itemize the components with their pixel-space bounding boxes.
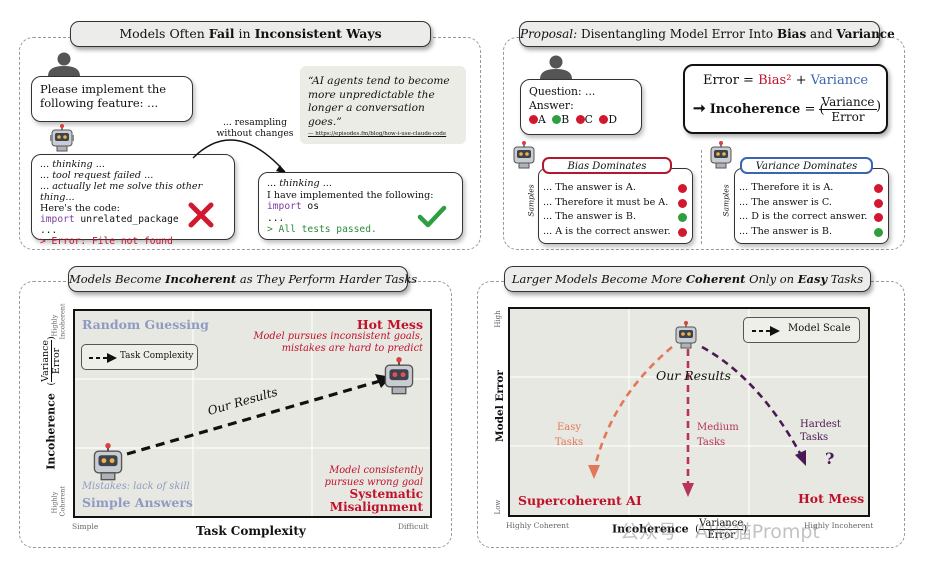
x-axis-difficult: Difficult (398, 522, 429, 531)
user-avatar-icon (540, 55, 572, 79)
x-axis-label-left: Task Complexity (196, 524, 306, 538)
bias-row-text: ... The answer is B. (543, 211, 636, 223)
easy-tasks-curve (592, 346, 673, 472)
variance-row: ... D is the correct answer. (739, 210, 883, 225)
bias-row: ... The answer is A. (543, 181, 687, 196)
user-avatar-icon (48, 52, 80, 76)
bias-rows: ... The answer is A. ... Therefore it mus… (543, 181, 687, 240)
bias-row-dot (678, 213, 687, 223)
variance-row-dot (874, 213, 883, 223)
legend-task-complexity: Task Complexity (81, 344, 198, 370)
y-axis-low-right: Low (494, 499, 502, 515)
bias-row-text: ... A is the correct answer. (543, 226, 671, 238)
resample-label: ... resampling without changes (216, 117, 294, 139)
bias-row-text: ... The answer is A. (543, 182, 636, 193)
variance-dominates-title: Variance Dominates (740, 157, 873, 174)
variance-row-dot (874, 228, 883, 238)
x-axis-left-right: Highly Coherent (506, 521, 569, 530)
y-axis-low-left: Highly Coherent (50, 485, 67, 517)
variance-row-text: ... The answer is C. (739, 196, 832, 208)
label-medium-tasks: Medium Tasks (697, 422, 739, 448)
variance-row-dot (874, 198, 883, 208)
watermark: 公众号 · AI修猫Prompt (620, 521, 820, 543)
quote-box: “AI agents tend to become more unpredict… (300, 66, 466, 144)
x-axis-right-right: Highly Incoherent (804, 521, 874, 530)
label-hot-mess-right: Hot Mess (798, 491, 865, 506)
variance-row-text: ... The answer is B. (739, 226, 832, 238)
variance-row: ... The answer is C. (739, 196, 883, 211)
bias-dominates-title: Bias Dominates (542, 157, 672, 174)
robot-icon (513, 141, 535, 169)
robot-simple-icon (93, 443, 123, 481)
legend-model-scale: Model Scale (743, 317, 860, 343)
y-axis-high-right: High (494, 310, 502, 328)
robot-hot-mess-icon (384, 357, 414, 395)
bias-row-text: ... Therefore it must be A. (543, 196, 669, 208)
panel4-title: Larger Models Become More Coherent Only … (504, 266, 871, 292)
bias-row: ... A is the correct answer. (543, 225, 687, 240)
bias-row-dot (678, 198, 687, 208)
error-line: > Error: File not found (40, 236, 173, 247)
hot-mess-desc: Model pursues inconsistent goals, mistak… (253, 331, 424, 354)
agent-failure-bubble: ... thinking ... ... tool request failed… (31, 154, 235, 247)
variance-row-text: ... Therefore it is A. (739, 182, 834, 193)
label-mistakes: Mistakes: lack of skill (82, 481, 190, 492)
bias-samples-label: Samples (526, 184, 536, 217)
label-systematic-misalignment: Systematic Misalignment (329, 487, 423, 514)
variance-row: ... The answer is B. (739, 225, 883, 240)
resample-arrow (192, 139, 286, 174)
success-check-icon (417, 205, 447, 228)
question-bubble: Question: ... Answer: A B C D (520, 79, 642, 135)
bias-row-dot (678, 228, 687, 238)
robot-icon (710, 141, 732, 169)
label-supercoherent: Supercoherent AI (518, 493, 642, 508)
bias-row-dot (678, 184, 687, 193)
panel1-title: Models Often Fail in Inconsistent Ways (70, 21, 431, 47)
bias-row: ... Therefore it must be A. (543, 196, 687, 211)
label-hardest-tasks: Hardest Tasks (800, 419, 841, 443)
fail-cross-icon (188, 202, 214, 228)
hardest-tasks-curve (701, 345, 804, 458)
label-easy-tasks: Easy Tasks (554, 422, 584, 448)
robot-center-icon (675, 321, 697, 349)
variance-row-dot (874, 184, 883, 193)
label-hot-mess: Hot Mess (356, 317, 423, 332)
user-message-bubble: Please implement the following feature: … (31, 76, 193, 122)
success-line: > All tests passed. (267, 224, 377, 235)
variance-rows: ... Therefore it is A. ... The answer is … (739, 181, 883, 240)
bias-row: ... The answer is B. (543, 210, 687, 225)
label-our-results-right: Our Results (656, 368, 731, 383)
variance-samples-label: Samples (721, 184, 731, 217)
divider (701, 150, 702, 244)
plot-area-left (73, 309, 432, 518)
x-axis-simple: Simple (72, 522, 99, 531)
answer-options: A B C D (529, 113, 633, 127)
label-random-guessing: Random Guessing (82, 317, 209, 332)
robot-icon (50, 124, 74, 152)
panel3-title: Models Become Incoherent as They Perform… (68, 266, 417, 292)
equation-box: Error = Bias² + Variance ➞ Incoherence =… (683, 64, 888, 134)
variance-row-text: ... D is the correct answer. (739, 211, 868, 223)
agent-success-bubble: ... thinking ... I have implemented the … (258, 172, 463, 240)
question-mark: ? (825, 449, 835, 468)
variance-row: ... Therefore it is A. (739, 181, 883, 196)
y-axis-label-right: Model Error (494, 370, 506, 442)
label-simple-answers: Simple Answers (82, 495, 193, 510)
systematic-desc: Model consistently pursues wrong goal (324, 465, 423, 488)
panel2-title: Proposal: Disentangling Model Error Into… (519, 21, 895, 47)
